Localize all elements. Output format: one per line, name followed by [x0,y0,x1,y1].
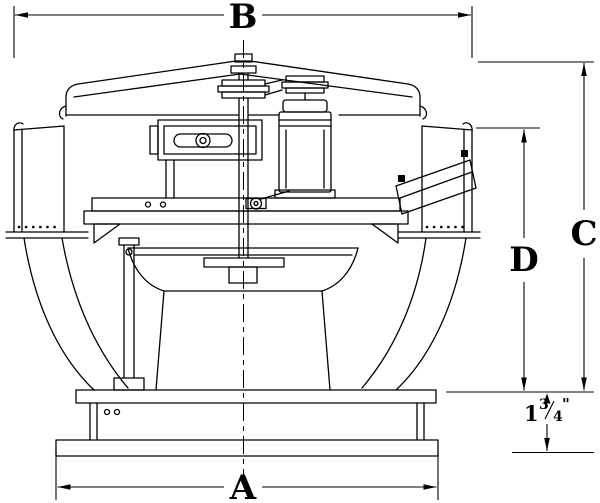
base-bottom-plate [55,439,439,457]
leg-foot [113,377,145,391]
skirt-left-outer [23,237,95,391]
panel-bottom-flange [397,231,481,239]
clamp-nut-center [253,200,259,207]
flange-dim-denominator: 4 [553,409,563,425]
bowl-left-curve [127,247,165,292]
panel-edges [13,125,65,233]
dimension-b-label: B [229,0,258,37]
motor-mount-bracket [149,119,263,199]
dimension-base-flange: 1 3 4 " [512,393,594,454]
base-flange [75,389,437,404]
dimension-c: C [446,61,598,393]
dimension-b: B [13,0,473,58]
windband-left-panel [5,122,89,239]
motor-sheave-bottom [285,87,325,94]
damper-outline [395,159,477,215]
bracket-tab [149,125,159,155]
base-band [89,402,425,441]
skirt-right-outer [395,237,467,391]
bowl-right-curve [321,247,359,292]
panel-edges [421,125,473,233]
skirt-curves [23,237,467,391]
motor-body [278,111,332,193]
motor-top-cap [282,99,328,113]
clamp-nut [249,197,263,210]
base-bolt [103,408,111,416]
panel-bottom-flange [5,231,89,239]
hood-outline [65,60,421,117]
fan-shaft [238,97,249,259]
motor [274,99,336,199]
flange-dim-whole: 1 [524,401,539,426]
hood [58,60,428,120]
dimension-c-label: C [570,214,597,254]
inlet-bowl [127,247,359,292]
dimension-a: A [55,450,439,503]
shaft-bearing-cap [230,65,257,74]
platform-brace-right [371,223,399,244]
fraction-slash [544,400,555,420]
damper-inner-line [399,171,473,199]
drive-platform [83,190,409,244]
dimension-d-label: D [509,240,538,280]
shaft-stub [238,72,249,81]
leg-post [123,244,135,379]
flange-dim-numerator: 3 [539,397,549,413]
damper-hinge-bolt [461,150,468,157]
drive-belt [264,79,283,96]
bracket-inner [163,125,257,155]
adjustment-bolt [195,132,211,149]
leg-bolt [125,248,133,256]
shaft-hub [228,266,258,284]
flange-arrow-up [543,393,551,404]
damper-hinge-bolt [398,175,405,182]
platform-bolt [144,201,152,208]
hood-ridge-line [73,73,413,98]
motor-ribs [278,119,332,189]
windband-right-panel [397,122,481,239]
adjustment-bolt-center [199,136,207,145]
base-bolt [113,408,121,416]
hood-right-curl [419,105,428,120]
dimension-d: D [476,127,540,391]
base [55,389,439,457]
platform-lower-plate [83,210,409,225]
curb [155,290,331,391]
motor-base [274,189,336,199]
clamp-block [245,197,267,210]
curb-walls [155,290,331,391]
platform-bolt [159,201,167,208]
adjustment-slot [173,133,233,148]
skirt-left-inner [61,237,129,389]
support-leg [113,237,145,391]
bracket-support [165,159,175,199]
dimension-a-label: A [229,468,257,503]
shaft-top-cap [234,53,253,63]
clamp-lever [260,190,290,200]
damper-flap [395,150,477,215]
skirt-right-inner [361,237,427,389]
hood-left-curl [58,105,67,120]
bowl-top-edges [127,247,359,256]
platform-brace-left [93,223,121,244]
flange-dim-unit: " [562,395,570,413]
fan-drawing [5,53,481,457]
shaft-assembly [203,53,329,284]
leg-top-cap [118,237,140,246]
